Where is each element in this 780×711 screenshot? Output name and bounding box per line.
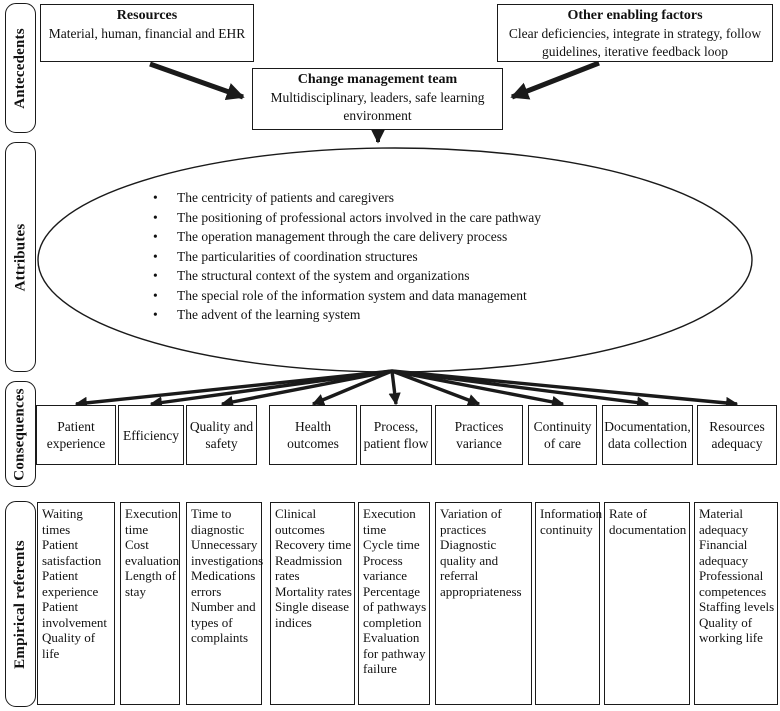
empirical-referent-item: Process variance — [363, 552, 408, 584]
resources-title: Resources — [116, 8, 178, 23]
other-factors-title: Other enabling factors — [567, 8, 703, 23]
section-label-antecedents: Antecedents — [5, 3, 36, 133]
empirical-referent-item: Financial adequacy — [699, 537, 749, 568]
attribute-bullet: The positioning of professional actors i… — [150, 208, 655, 228]
empirical-referent-item: Unnecessary investigations — [191, 537, 264, 568]
empirical-referent-item: Quality of life — [42, 630, 96, 661]
section-label-text: Consequences — [12, 387, 29, 481]
consequence-box: Process, patient flow — [360, 405, 432, 465]
fan-arrow — [311, 369, 393, 406]
empirical-referent-item: Patient experience — [42, 568, 99, 599]
empirical-referent-item: Percentage of pathways completion — [363, 583, 427, 630]
empirical-referent-item: Number and types of complaints — [191, 599, 256, 645]
consequence-label: Process, patient flow — [363, 419, 429, 451]
empirical-referent-item: Execution time — [125, 506, 178, 537]
empirical-referent-item: Cost evaluation — [125, 537, 180, 568]
empirical-referent-item: Patient satisfaction — [42, 537, 102, 568]
consequence-label: Health outcomes — [287, 419, 339, 451]
empirical-referent-item: Time to diagnostic — [191, 506, 245, 537]
empirical-referent-item: Diagnostic quality and referral appropri… — [440, 537, 522, 599]
consequence-box: Efficiency — [118, 405, 184, 465]
empirical-referent-item: Evaluation for pathway failure — [363, 630, 426, 676]
consequence-box: Health outcomes — [269, 405, 357, 465]
fan-arrow — [149, 369, 393, 409]
empirical-referent-item: Waiting times — [42, 506, 83, 537]
other-enabling-factors-box: Other enabling factors Clear deficiencie… — [497, 4, 773, 62]
fan-arrow — [391, 369, 565, 408]
empirical-referent-item: Cycle time — [363, 537, 420, 552]
other-factors-body: Clear deficiencies, integrate in strateg… — [508, 26, 762, 59]
empirical-referent-item: Professional competences — [699, 568, 767, 599]
empirical-referent-item: Clinical outcomes — [275, 506, 325, 537]
empirical-referent-item: Patient involvement — [42, 599, 107, 630]
change-management-team-box: Change management team Multidisciplinary… — [252, 68, 503, 130]
empirical-referent-item: Material adequacy — [699, 506, 749, 537]
attribute-bullet: The special role of the information syst… — [150, 286, 655, 306]
consequence-label: Patient experience — [46, 419, 106, 451]
empirical-referent-item: Recovery time — [275, 537, 352, 552]
section-label-consequences: Consequences — [5, 381, 36, 487]
empirical-referent-item: Readmission rates — [275, 552, 343, 584]
section-label-text: Empirical referents — [12, 539, 29, 669]
consequence-label: Resources adequacy — [709, 419, 765, 451]
empirical-referent-item: Information continuity — [540, 506, 603, 537]
consequence-box: Documentation, data collection — [602, 405, 693, 465]
consequence-box: Quality and safety — [186, 405, 257, 465]
consequence-box: Continuity of care — [528, 405, 597, 465]
team-title: Change management team — [297, 72, 458, 87]
fan-arrow — [391, 369, 650, 409]
attributes-list: The centricity of patients and caregiver… — [150, 188, 655, 325]
empirical-referents-box: Rate of documentation — [604, 502, 690, 705]
attribute-bullet: The particularities of coordination stru… — [150, 247, 655, 267]
fan-arrow — [220, 369, 393, 408]
empirical-referent-item: Execution time — [363, 506, 416, 537]
empirical-referent-item: Staffing levels — [699, 599, 775, 614]
fan-arrows-attributes-to-consequences — [74, 369, 739, 410]
section-label-empirical-referents: Empirical referents — [5, 501, 36, 707]
attribute-bullet: The structural context of the system and… — [150, 266, 655, 286]
fan-arrow — [74, 369, 393, 409]
consequence-label: Efficiency — [123, 427, 179, 443]
fan-arrow — [391, 369, 481, 406]
resources-box: Resources Material, human, financial and… — [40, 4, 254, 62]
attribute-bullet: The advent of the learning system — [150, 305, 655, 325]
attribute-bullet: The centricity of patients and caregiver… — [150, 188, 655, 208]
consequence-label: Documentation, data collection — [604, 419, 691, 451]
empirical-referent-item: Single disease indices — [275, 599, 350, 630]
consequence-box: Patient experience — [36, 405, 116, 465]
consequence-box: Practices variance — [435, 405, 523, 465]
consequence-label: Continuity of care — [533, 419, 592, 451]
consequence-label: Quality and safety — [189, 419, 254, 451]
fan-arrow — [391, 369, 739, 410]
empirical-referent-item: Variation of practices — [440, 506, 502, 537]
consequence-box: Resources adequacy — [697, 405, 777, 465]
empirical-referent-item: Medications errors — [191, 568, 256, 599]
attribute-bullet: The operation management through the car… — [150, 227, 655, 247]
empirical-referent-item: Rate of documentation — [609, 506, 687, 537]
section-label-text: Antecedents — [12, 27, 28, 109]
empirical-referent-item: Quality of working life — [699, 614, 763, 646]
section-label-text: Attributes — [12, 223, 29, 291]
resources-body: Material, human, financial and EHR — [48, 26, 246, 41]
arrow-factors-to-team — [510, 60, 600, 100]
empirical-referents-box: Information continuity — [535, 502, 603, 705]
empirical-referent-item: Mortality rates — [275, 583, 352, 599]
arrow-resources-to-team — [149, 61, 245, 101]
fan-arrow — [388, 370, 401, 406]
team-body: Multidisciplinary, leaders, safe learnin… — [270, 90, 485, 123]
section-label-attributes: Attributes — [5, 142, 36, 372]
consequence-label: Practices variance — [454, 419, 504, 451]
empirical-referent-item: Length of stay — [125, 568, 176, 599]
